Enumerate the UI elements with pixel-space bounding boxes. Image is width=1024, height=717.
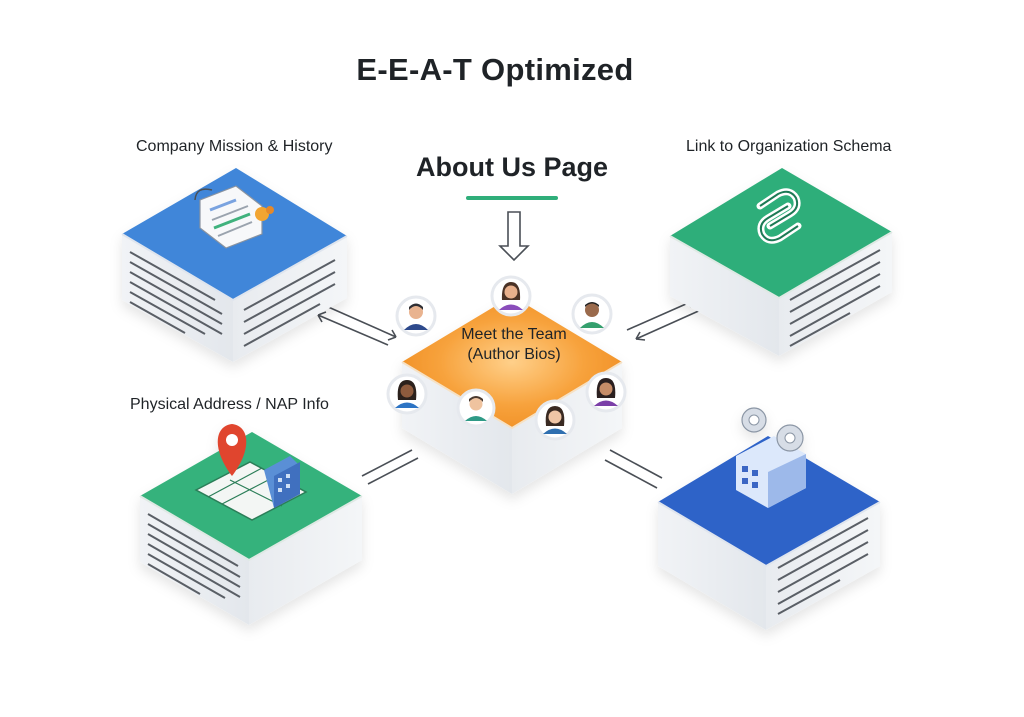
avatar-icon (585, 371, 627, 413)
center-label: Meet the Team (Author Bios) (434, 325, 594, 365)
map-icon (194, 456, 308, 521)
connector-line-icon (361, 449, 419, 485)
connector-arrows (317, 211, 704, 489)
document-certificate-icon (194, 185, 274, 249)
chain-link-icon (759, 190, 799, 242)
avatar-icon (386, 373, 428, 415)
business-block (657, 407, 881, 630)
connector-line-icon (604, 449, 663, 489)
double-arrow-icon (317, 305, 397, 346)
double-arrow-icon (626, 298, 704, 341)
address-block (139, 424, 363, 625)
building-gears-icon (736, 407, 806, 508)
schema-block (669, 168, 893, 356)
center-label-line2: (Author Bios) (467, 346, 561, 363)
center-label-line1: Meet the Team (461, 326, 567, 343)
label-address: Physical Address / NAP Info (130, 396, 329, 413)
mission-block (121, 168, 348, 362)
subtitle-underline (466, 196, 558, 200)
avatar-icon (534, 399, 576, 441)
down-arrow-icon (498, 211, 530, 262)
label-mission: Company Mission & History (136, 138, 333, 155)
text-lines-icon (147, 513, 241, 599)
text-lines-icon (129, 251, 336, 347)
text-lines-icon (789, 249, 881, 347)
subtitle: About Us Page (415, 152, 609, 182)
label-schema: Link to Organization Schema (686, 138, 892, 155)
avatar-icon (571, 293, 613, 335)
avatar-icon (490, 275, 532, 317)
text-lines-icon (777, 517, 869, 615)
map-pin-icon (217, 424, 247, 476)
team-avatars (386, 275, 627, 441)
avatar-icon (456, 388, 496, 428)
page-title: E-E-A-T Optimized (356, 52, 634, 87)
avatar-icon (395, 295, 437, 337)
